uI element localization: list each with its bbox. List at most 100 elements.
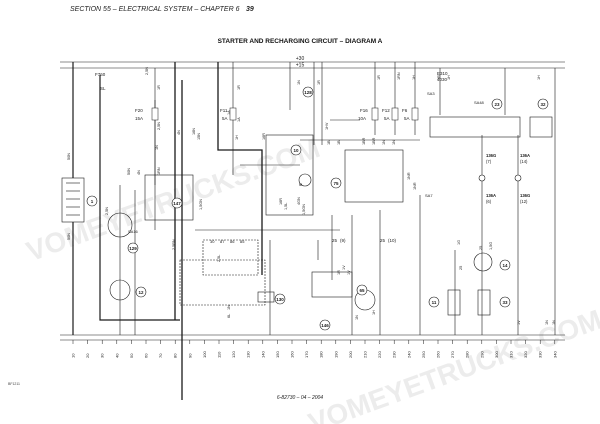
- wire-label: 1,5G: [489, 242, 493, 250]
- wire-label: 1N: [545, 320, 549, 325]
- wire-label: 1R: [157, 85, 161, 90]
- wire-label: 1R: [437, 75, 441, 80]
- component-10-marker: [290, 144, 302, 156]
- wire-label: 6L: [227, 314, 231, 318]
- fuse-label: 5A: [404, 116, 410, 121]
- wire-label: 1,5L: [284, 203, 288, 210]
- page-footer: 6-82730 – 04 – 2004: [276, 395, 324, 401]
- grid-ref-label: 250: [421, 351, 426, 358]
- wire-label: 1N: [155, 145, 159, 150]
- component-33-number: 33: [502, 300, 508, 305]
- part-label: 87: [220, 239, 225, 244]
- grid-ref-label: 200: [348, 351, 353, 358]
- component-10-number: 10: [293, 148, 299, 153]
- grid-ref-label: 170: [304, 351, 309, 358]
- grid-ref-label: 150: [275, 351, 280, 358]
- wire-label: 1N: [382, 140, 386, 145]
- wire-label: 25: [459, 266, 463, 270]
- diagram-title: STARTER AND RECHARGING CIRCUIT – DIAGRAM…: [217, 38, 383, 45]
- grid-ref-label: 190: [333, 351, 338, 358]
- fuse-label: F12: [382, 108, 390, 113]
- wire-label: 1,5GN: [302, 204, 306, 215]
- page-number: 39: [246, 6, 254, 13]
- fuse-label: 10A: [358, 116, 366, 121]
- connector-label: SL: [100, 86, 106, 91]
- lamp-label: (12): [520, 199, 528, 204]
- wire-label: 2,5N: [105, 207, 109, 215]
- grid-ref-label: 320: [523, 351, 528, 358]
- component-23-number: 23: [494, 102, 500, 107]
- section-header: SECTION 55 – ELECTRICAL SYSTEM – CHAPTER…: [70, 6, 240, 13]
- grid-ref-label: 90: [187, 353, 192, 358]
- wire-label: 4N: [177, 130, 181, 135]
- lamp-label: 136G: [486, 153, 496, 158]
- wire-label: 1BR: [362, 137, 366, 145]
- component-65-marker: [356, 284, 368, 296]
- part-label: SA48: [474, 100, 485, 105]
- rail-label: +30: [296, 56, 305, 62]
- component-128-marker: [302, 86, 314, 98]
- wire-label: 2,5RN: [172, 239, 176, 250]
- part-label: 85: [240, 239, 245, 244]
- wire-label: 50N: [127, 168, 131, 175]
- wire-label: 1B: [327, 140, 331, 145]
- component-12-marker: [135, 286, 147, 298]
- wire-label: 1R: [337, 270, 341, 275]
- wire-label: 1V: [517, 320, 521, 325]
- component-32-number: 32: [540, 102, 546, 107]
- component-130-number: 130: [276, 297, 284, 302]
- grid-ref-label: 300: [494, 351, 499, 358]
- component-147-marker: [171, 197, 183, 209]
- fuse-f6: [411, 107, 419, 121]
- connector-label: F760: [95, 72, 106, 77]
- grid-ref-label: 220: [377, 351, 382, 358]
- fuse-label: 5A: [384, 116, 390, 121]
- fuse-label: F11: [220, 108, 228, 113]
- connector-label: 4030: [437, 77, 448, 82]
- ground-label: 25: [380, 238, 386, 243]
- grid-ref-label: 80: [173, 353, 178, 358]
- grid-ref-label: 120: [231, 351, 236, 358]
- component-129-number: 129: [129, 246, 137, 251]
- fuse-f11: [229, 107, 237, 121]
- grid-ref-label: 10: [71, 353, 76, 358]
- grid-ref-label: 50: [129, 353, 134, 358]
- wire-label: 1RN: [397, 72, 401, 80]
- wire-label: 1R: [377, 75, 381, 80]
- grid-ref-label: 110: [217, 351, 222, 358]
- wire-label: 1A: [237, 117, 241, 122]
- component-65-number: 65: [359, 288, 365, 293]
- wire-label: 1RN: [157, 167, 161, 175]
- fuse-f12: [391, 107, 399, 121]
- component-11-number: 11: [432, 300, 437, 305]
- lamp-label: (14): [520, 159, 528, 164]
- thick-wire-main: [174, 62, 263, 400]
- wire-label: 1N: [552, 320, 556, 325]
- grid-ref-label: 340: [552, 351, 557, 358]
- wire-label: 50N: [67, 233, 71, 240]
- grid-ref-label: 40: [114, 353, 119, 358]
- wire-label: 1A: [227, 110, 231, 115]
- component-129-marker: [127, 242, 139, 254]
- grid-ref-label: 180: [319, 351, 324, 358]
- component-1-marker: [86, 195, 98, 207]
- fuse-label: F6: [402, 108, 408, 113]
- lamp-label: 136G: [520, 193, 530, 198]
- wire-label: 1HV: [325, 122, 329, 130]
- wire-label: 1V: [342, 265, 346, 270]
- lamp-label: (7): [486, 159, 492, 164]
- wire-label: 16R: [279, 198, 283, 205]
- grid-ref-label: 280: [465, 351, 470, 358]
- part-label: M: [299, 182, 302, 187]
- component-23-marker: [491, 98, 503, 110]
- part-label: 30: [210, 239, 215, 244]
- warning-lamp-icon: [478, 174, 486, 182]
- component-147-number: 147: [173, 201, 181, 206]
- wire-label: 1BR: [372, 137, 376, 145]
- rail-label: +15: [296, 63, 305, 69]
- warning-lamp-icon: [514, 174, 522, 182]
- wire-label: 1N: [227, 305, 231, 310]
- component-14-marker: [499, 259, 511, 271]
